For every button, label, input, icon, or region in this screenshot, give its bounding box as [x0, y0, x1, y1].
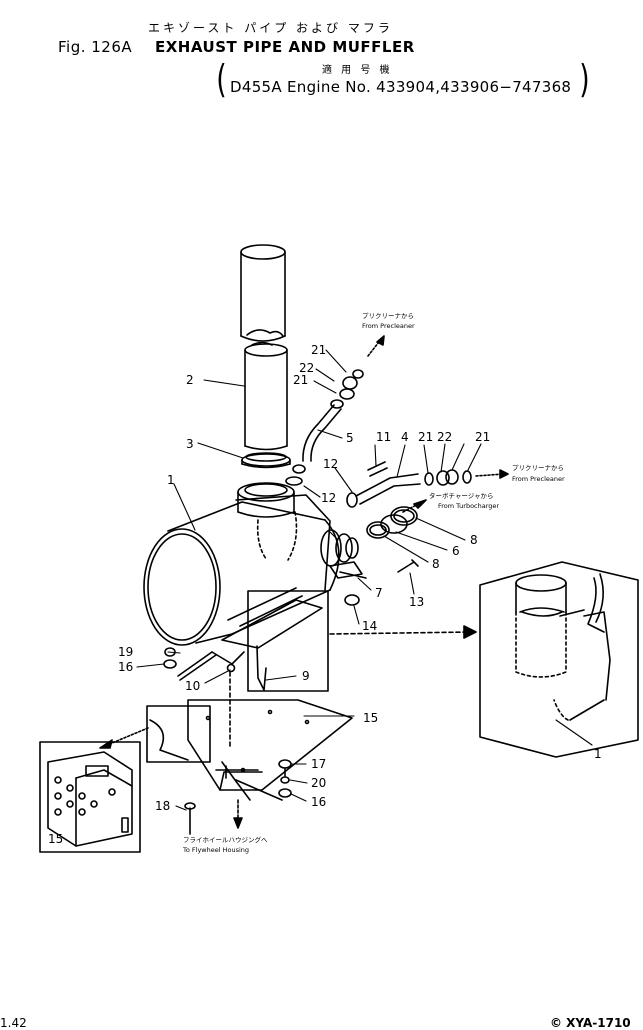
support-bracket: [146, 699, 353, 801]
note-precleaner-en-1: From Precleaner: [362, 322, 415, 330]
note-turbo-en: From Turbocharger: [438, 502, 499, 510]
callout-5: 5: [346, 431, 354, 445]
callout-21a: 21: [311, 343, 326, 357]
callout-6: 6: [452, 544, 460, 558]
page-title: EXHAUST PIPE AND MUFFLER: [155, 38, 415, 56]
flow-notes: プリクリーナから From Precleaner プリクリーナから From P…: [182, 312, 565, 854]
callout-22b: 22: [437, 430, 452, 444]
note-precleaner-jp-2: プリクリーナから: [512, 464, 564, 472]
figure-number: Fig. 126A: [58, 38, 133, 56]
precleaner-hose: [285, 369, 364, 486]
callout-1: 1: [167, 473, 175, 487]
callout-12b: 12: [321, 491, 336, 505]
callout-10: 10: [185, 679, 200, 693]
from-precleaner-arrow-1: [367, 335, 385, 357]
muffler-body: [143, 482, 359, 649]
callout-21c: 21: [418, 430, 433, 444]
note-precleaner-jp-1: プリクリーナから: [362, 312, 414, 320]
callout-15a: 15: [363, 711, 378, 725]
page-number: 1.42: [0, 1016, 27, 1030]
callout-1-detail: 1: [594, 747, 602, 761]
note-flywheel-en: To Flywheel Housing: [182, 846, 249, 854]
note-precleaner-en-2: From Precleaner: [512, 475, 565, 483]
clamp-hardware: [329, 559, 419, 606]
callout-8b: 8: [432, 557, 440, 571]
bracket-bolts: [177, 645, 267, 749]
callout-2: 2: [186, 373, 194, 387]
callout-19: 19: [118, 645, 133, 659]
detail-arrow-right: [329, 625, 477, 639]
callout-13: 13: [409, 595, 424, 609]
applicability-japanese: 適 用 号 機: [322, 65, 393, 76]
callout-4: 4: [401, 430, 409, 444]
callout-9: 9: [302, 669, 310, 683]
enlarged-muffler-view: [479, 561, 639, 758]
to-flywheel-arrow: [233, 799, 243, 829]
pipe-flange: [241, 452, 291, 469]
exhaust-pipe: [244, 341, 288, 451]
detail-box: [247, 590, 329, 692]
callout-8a: 8: [470, 533, 478, 547]
callout-21b: 21: [293, 373, 308, 387]
applicability-engine-numbers: D455A Engine No. 433904,433906−747368: [230, 78, 572, 96]
callout-3: 3: [186, 437, 194, 451]
footer-code: © XYA-1710: [550, 1016, 631, 1030]
callout-17: 17: [311, 757, 326, 771]
note-turbo-jp: ターボチャージャから: [429, 491, 493, 500]
callout-20: 20: [311, 776, 326, 790]
mounting-hardware: [163, 647, 292, 835]
callout-numbers: 1 2 3 4 5 6 7 8 8 9 10 11 12 12 13 14 15…: [48, 343, 602, 846]
from-precleaner-arrow-2: [475, 469, 509, 479]
callout-15b: 15: [48, 832, 63, 846]
turbo-inlet-pipe: [346, 461, 472, 508]
callout-16b: 16: [311, 795, 326, 809]
seal-rings: [366, 506, 418, 539]
callout-18: 18: [155, 799, 170, 813]
callout-14: 14: [362, 619, 377, 633]
callout-12a: 12: [323, 457, 338, 471]
callout-7: 7: [375, 586, 383, 600]
callout-22a: 22: [299, 361, 314, 375]
title-japanese: エキゾースト パイプ および マフラ: [148, 21, 393, 35]
bracket-detail-view: [39, 741, 141, 853]
callout-21d: 21: [475, 430, 490, 444]
bracket-left: (: [216, 57, 227, 101]
note-flywheel-jp: フライホイールハウジングへ: [183, 835, 268, 844]
callout-16a: 16: [118, 660, 133, 674]
callout-11: 11: [376, 430, 391, 444]
bracket-right: ): [579, 57, 590, 101]
leader-lines: [136, 349, 593, 811]
upper-pipe-cap: [240, 244, 286, 342]
